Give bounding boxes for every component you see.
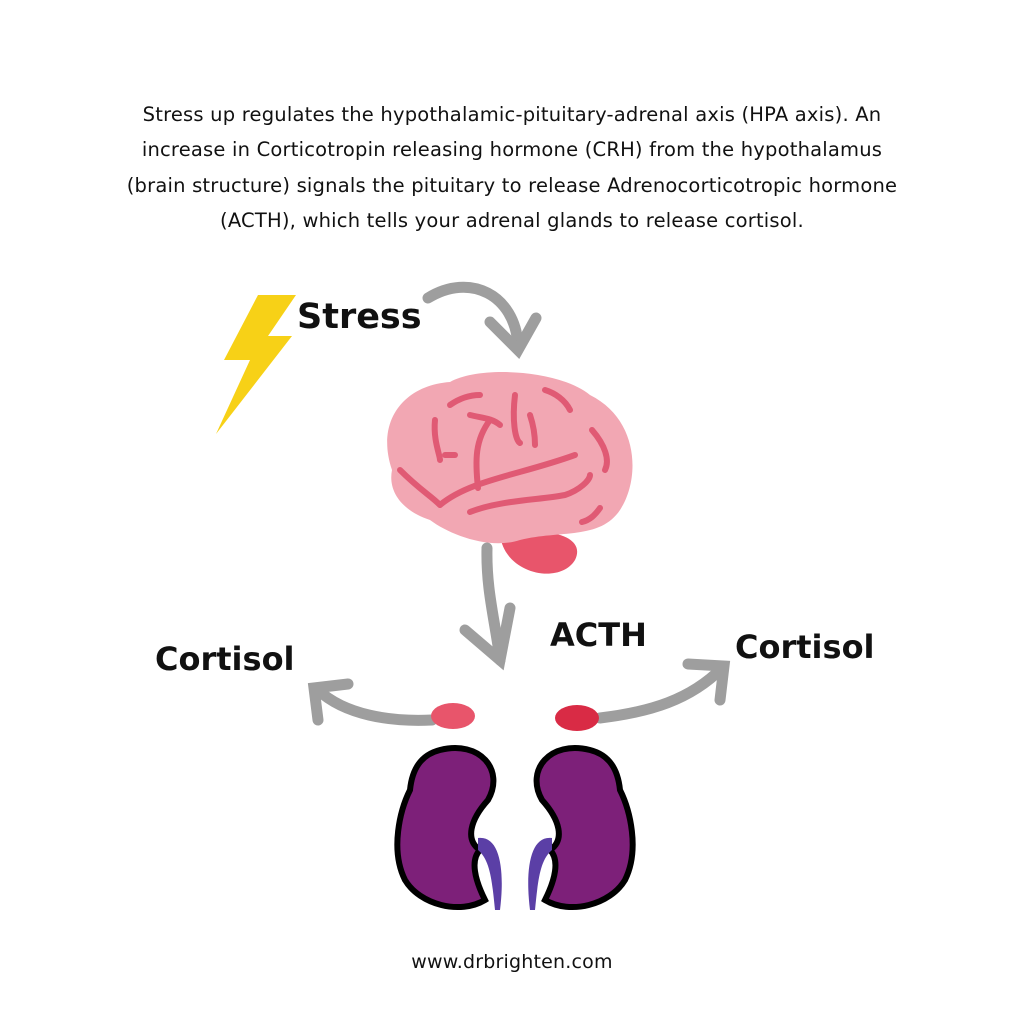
- brain-icon: [387, 372, 633, 574]
- cortisol-left-arrow: [307, 678, 438, 726]
- stress-to-brain-arrow: [422, 281, 542, 360]
- adrenal-gland-right: [555, 705, 599, 731]
- kidney-right-icon: [528, 745, 636, 911]
- cortisol-right-label: Cortisol: [735, 628, 875, 666]
- brain-to-adrenal-arrow: [459, 542, 516, 671]
- footer-url: www.drbrighten.com: [411, 951, 613, 973]
- cortisol-left-label: Cortisol: [155, 640, 295, 678]
- description-line-1: Stress up regulates the hypothalamic-pit…: [142, 103, 882, 126]
- description-line-3: (brain structure) signals the pituitary …: [126, 174, 898, 197]
- acth-label: ACTH: [550, 616, 647, 654]
- description-line-2: increase in Corticotropin releasing horm…: [141, 138, 883, 161]
- adrenal-gland-left: [431, 703, 475, 729]
- description-line-4: (ACTH), which tells your adrenal glands …: [220, 209, 804, 232]
- cortisol-right-arrow: [594, 658, 731, 724]
- kidney-left-icon: [394, 745, 502, 911]
- stress-label: Stress: [297, 297, 422, 337]
- lightning-icon: [216, 295, 296, 434]
